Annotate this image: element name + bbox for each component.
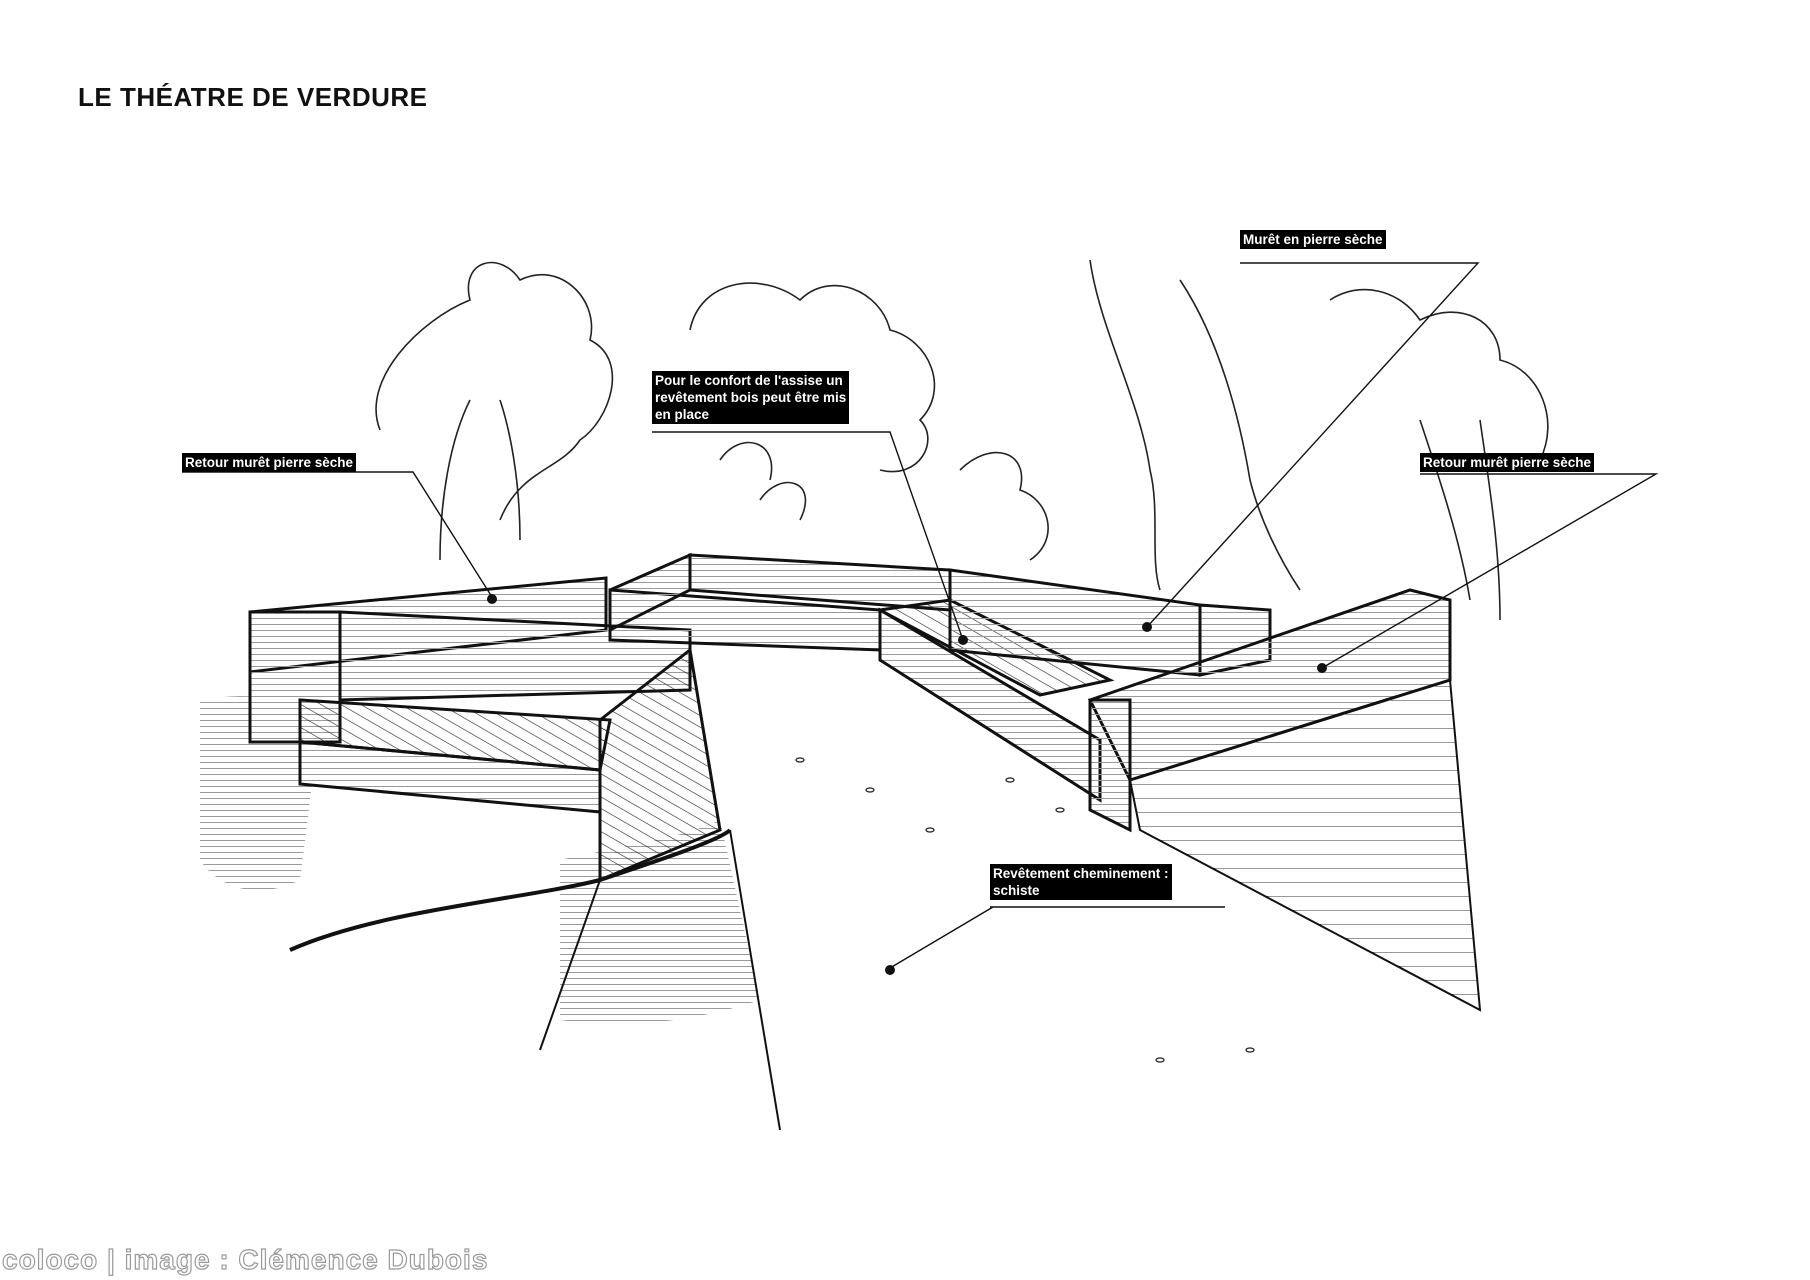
stone-wall-back: [608, 552, 952, 652]
label-revetement: Revêtement cheminement : schiste: [990, 864, 1172, 900]
wood-bench-left: [298, 647, 722, 883]
ground-shading-left: [200, 696, 320, 891]
leader-lines: [182, 262, 1659, 969]
pebbles: [795, 757, 1255, 1063]
label-confort-line-1: Pour le confort de l'assise un: [655, 373, 843, 388]
path-edge-left: [289, 828, 732, 952]
label-revetement-line-2: schiste: [993, 883, 1040, 898]
label-muret: Murêt en pierre sèche: [1240, 230, 1386, 249]
label-confort-line-3: en place: [655, 407, 710, 422]
tree-outlines: [375, 259, 1549, 621]
leader-dots: [487, 594, 1327, 975]
stone-wall-right: [948, 568, 1452, 833]
path-line-1: [729, 829, 781, 1131]
label-confort: Pour le confort de l'assise un revêtemen…: [652, 371, 850, 424]
label-revetement-line-1: Revêtement cheminement :: [993, 866, 1169, 881]
image-credit-watermark: coloco | image : Clémence Dubois: [1, 1243, 489, 1275]
label-confort-line-2: revêtement bois peut être mis: [655, 390, 847, 405]
label-retour-right: Retour murêt pierre sèche: [1420, 453, 1595, 472]
stairs-right: [1128, 678, 1482, 1012]
page-title: LE THÉATRE DE VERDURE: [78, 82, 428, 112]
path-line-2: [539, 879, 601, 1051]
label-retour-left: Retour murêt pierre sèche: [182, 453, 357, 472]
